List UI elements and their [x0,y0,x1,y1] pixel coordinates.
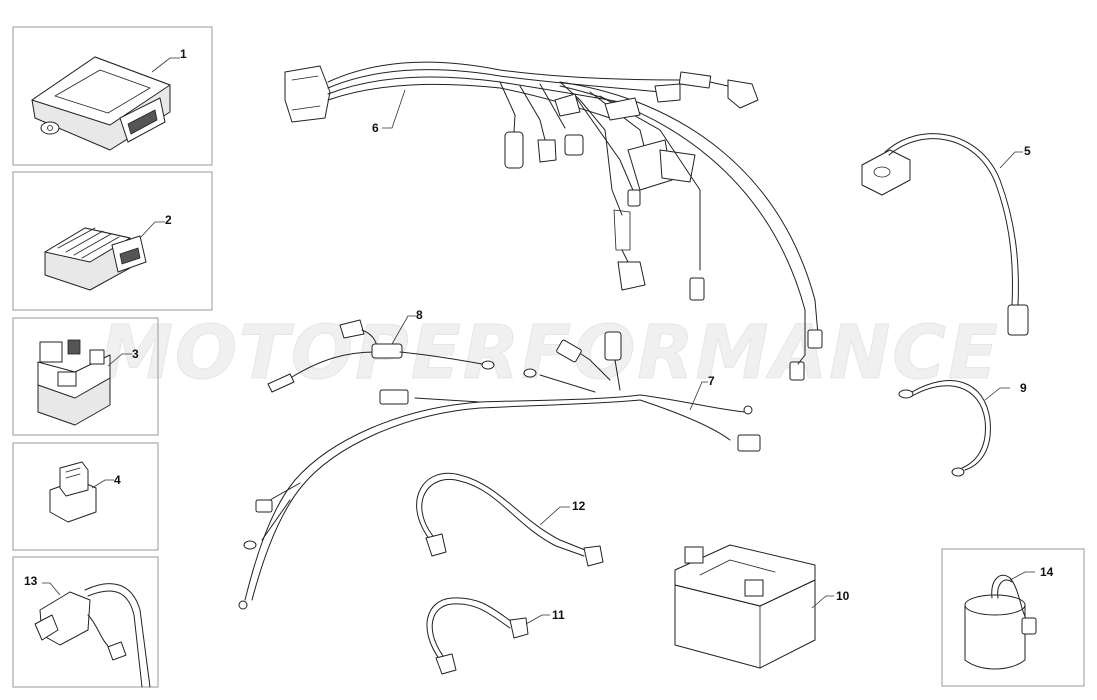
part-7-secondary-harness[interactable]: 7 [238,331,761,610]
part-14-panel[interactable]: 14 [941,548,1085,687]
part-12-battery-cable[interactable]: 12 [416,472,604,567]
relay-unit [49,461,97,523]
battery-cable-11-drawing [426,597,529,675]
fuse-holder-8-drawing [267,319,495,393]
ignition-coil-unit [34,583,151,688]
starter-relay-unit [37,339,111,426]
callout-9: 9 [1020,381,1027,395]
part-1-ecu-panel[interactable]: 1 [12,26,213,166]
part-11-battery-cable[interactable]: 11 [426,597,565,675]
callout-10: 10 [836,589,850,603]
callout-6: 6 [372,121,379,135]
harness-7-drawing [238,331,761,610]
harness-6-drawing [284,61,823,381]
part-4-relay-panel[interactable]: 4 [12,442,159,551]
callout-2: 2 [165,213,172,227]
callout-4: 4 [114,473,121,487]
callout-12: 12 [572,499,586,513]
callout-3: 3 [132,347,139,361]
sensor-5-drawing [861,133,1029,336]
part-3-starter-relay-panel[interactable]: 3 [12,317,159,436]
ground-cable-9-drawing [898,380,991,477]
ecu-unit [31,56,171,151]
callout-11: 11 [552,608,565,622]
part-13-ignition-coil-panel[interactable]: 13 [12,556,159,688]
callout-14: 14 [1040,565,1054,579]
callout-8: 8 [416,308,423,322]
part-14-drawing [964,574,1037,670]
part-2-regulator-panel[interactable]: 2 [12,171,213,311]
part-6-main-harness[interactable]: 6 [284,61,823,381]
part-10-battery[interactable]: 10 [674,544,850,669]
part-8-fuse-holder[interactable]: 8 [267,308,495,393]
callout-7: 7 [708,374,715,388]
callout-13: 13 [24,574,38,588]
regulator-unit [44,227,147,291]
battery-10-drawing [674,544,816,669]
part-5-sensor[interactable]: 5 [861,133,1031,336]
callout-5: 5 [1024,144,1031,158]
part-9-ground-cable[interactable]: 9 [898,380,1027,477]
callout-1: 1 [180,47,187,61]
battery-cable-12-drawing [416,472,604,567]
watermark: MOTOPERFORMANCE [100,310,1000,396]
